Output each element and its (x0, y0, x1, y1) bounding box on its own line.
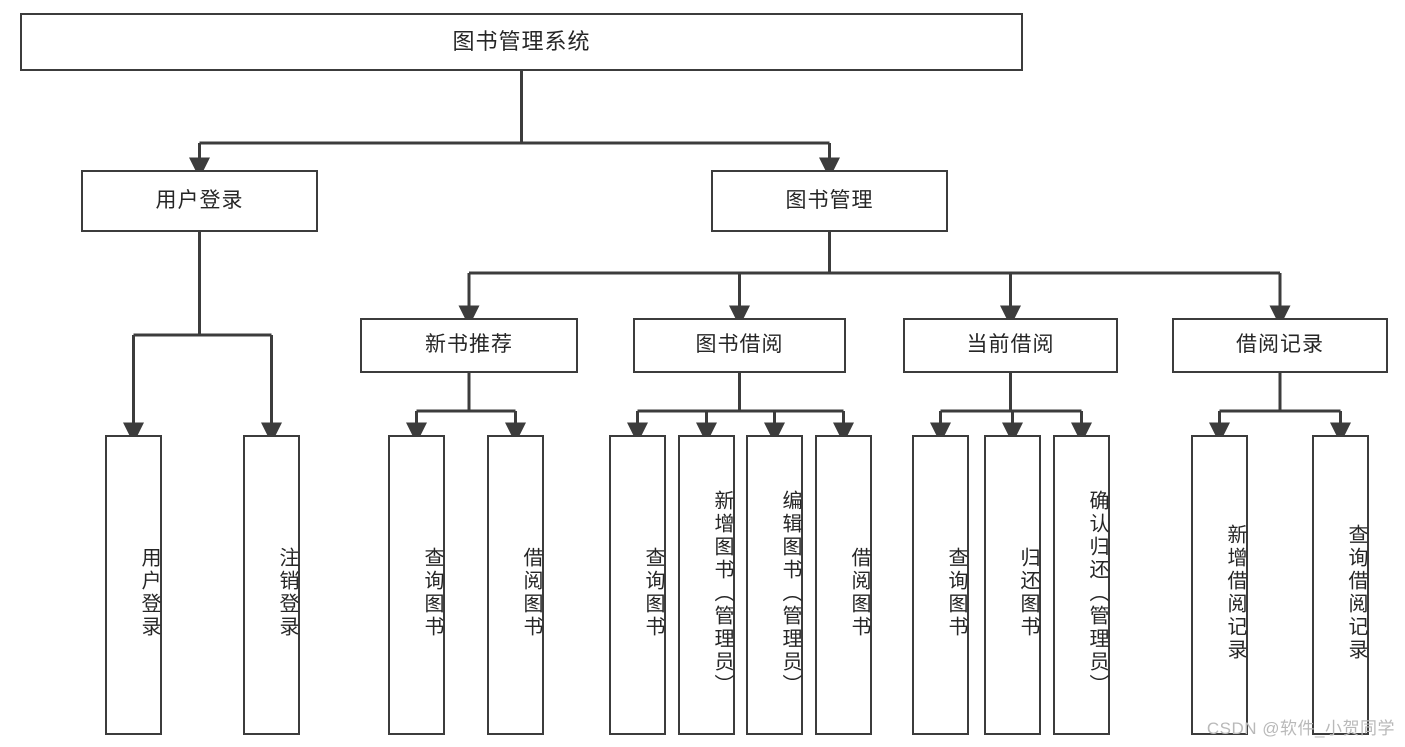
leaf-node-10-label: 确认归还（管理员） (1086, 489, 1108, 697)
leaf-node-3-label: 借阅图书 (520, 547, 542, 639)
leaf-node-5[interactable]: 新增图书（管理员） (678, 435, 735, 735)
leaf-node-0[interactable]: 用户登录 (105, 435, 162, 735)
leaf-node-3[interactable]: 借阅图书 (487, 435, 544, 735)
leaf-node-11[interactable]: 新增借阅记录 (1191, 435, 1248, 735)
level3-node-0[interactable]: 新书推荐 (360, 318, 578, 373)
leaf-node-4[interactable]: 查询图书 (609, 435, 666, 735)
leaf-node-8[interactable]: 查询图书 (912, 435, 969, 735)
level2-node-0[interactable]: 用户登录 (81, 170, 318, 232)
leaf-node-4-label: 查询图书 (642, 547, 664, 639)
level3-node-2-label: 当前借阅 (966, 333, 1055, 357)
level2-node-1[interactable]: 图书管理 (711, 170, 948, 232)
root-node-0-label: 图书管理系统 (452, 29, 591, 55)
leaf-node-12[interactable]: 查询借阅记录 (1312, 435, 1369, 735)
level3-node-3[interactable]: 借阅记录 (1172, 318, 1388, 373)
level3-node-2[interactable]: 当前借阅 (903, 318, 1118, 373)
level3-node-0-label: 新书推荐 (425, 333, 513, 357)
level3-node-3-label: 借阅记录 (1236, 333, 1324, 357)
leaf-node-6-label: 编辑图书（管理员） (779, 489, 801, 697)
level2-node-0-label: 用户登录 (155, 188, 244, 212)
leaf-node-6[interactable]: 编辑图书（管理员） (746, 435, 803, 735)
leaf-node-11-label: 新增借阅记录 (1224, 524, 1246, 662)
csdn-watermark: CSDN @软件_小贺同学 (1206, 719, 1395, 738)
leaf-node-7[interactable]: 借阅图书 (815, 435, 872, 735)
leaf-node-12-label: 查询借阅记录 (1345, 524, 1367, 662)
leaf-node-10[interactable]: 确认归还（管理员） (1053, 435, 1110, 735)
leaf-node-1-label: 注销登录 (276, 547, 298, 639)
level3-node-1-label: 图书借阅 (695, 333, 784, 357)
root-node-0[interactable]: 图书管理系统 (20, 13, 1023, 71)
leaf-node-2-label: 查询图书 (421, 547, 443, 639)
leaf-node-8-label: 查询图书 (945, 547, 967, 639)
level2-node-1-label: 图书管理 (785, 188, 874, 212)
leaf-node-2[interactable]: 查询图书 (388, 435, 445, 735)
level3-node-1[interactable]: 图书借阅 (633, 318, 846, 373)
leaf-node-1[interactable]: 注销登录 (243, 435, 300, 735)
leaf-node-5-label: 新增图书（管理员） (711, 489, 733, 697)
leaf-node-9-label: 归还图书 (1017, 547, 1039, 639)
leaf-node-7-label: 借阅图书 (848, 547, 870, 639)
leaf-node-0-label: 用户登录 (138, 547, 160, 639)
leaf-node-9[interactable]: 归还图书 (984, 435, 1041, 735)
